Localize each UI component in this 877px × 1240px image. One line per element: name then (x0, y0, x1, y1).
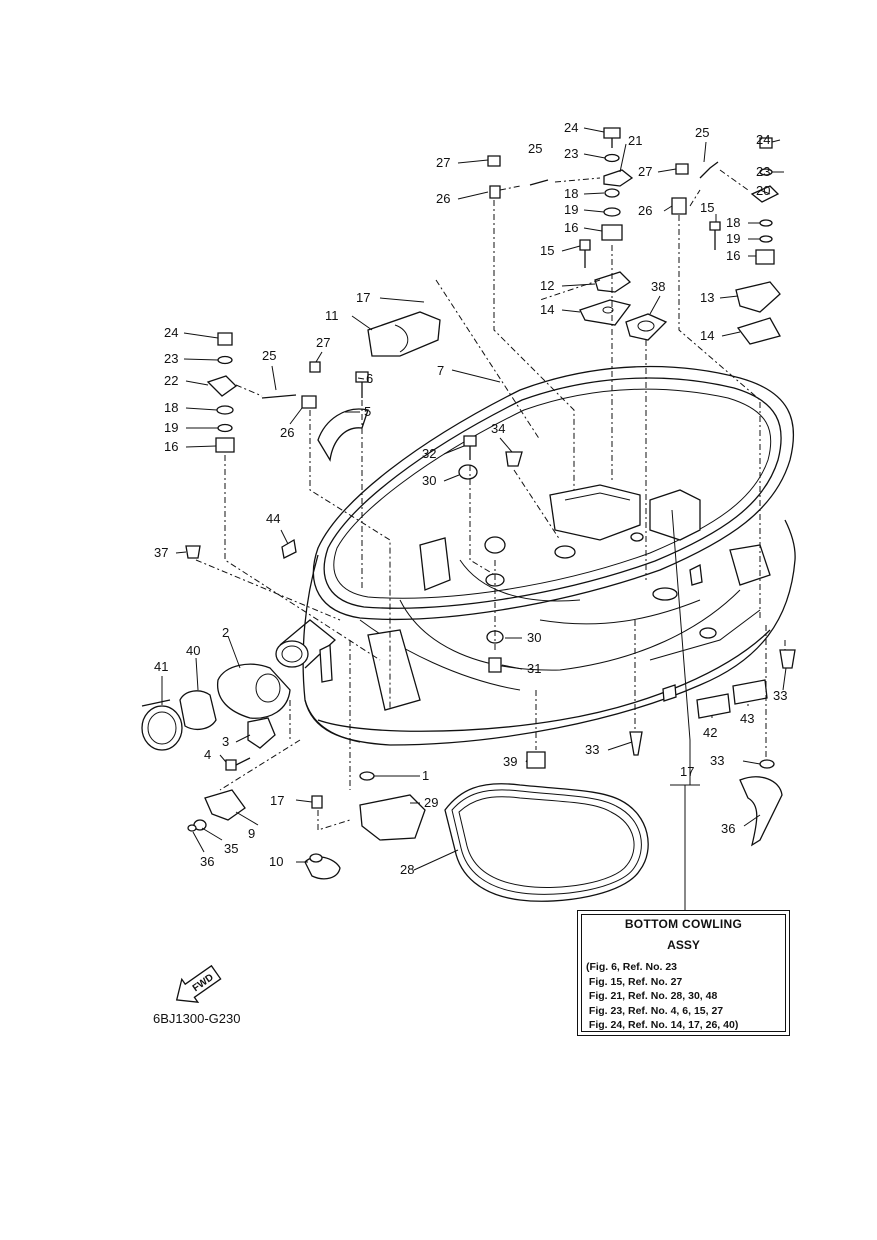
lever-and-latches (187, 759, 783, 880)
part-label-24: 24 (564, 120, 578, 135)
part-label-5: 5 (364, 404, 371, 419)
part-label-17: 33 (710, 753, 724, 768)
part-label-39: 39 (503, 754, 517, 769)
part-number-labels: 24 23 21 25 27 26 18 19 16 15 12 14 38 2… (154, 120, 787, 877)
part-label-32: 32 (422, 446, 436, 461)
part-label-30: 30 (527, 630, 541, 645)
part-label-17: 1 (422, 768, 429, 783)
part-label-16: 16 (726, 248, 740, 263)
part-label-28: 10 (269, 854, 283, 869)
part-label-31: 31 (527, 661, 541, 676)
part-label-19: 19 (726, 231, 740, 246)
part-label-17: 17 (356, 290, 370, 305)
assembly-lines (195, 169, 786, 831)
part-label-26: 26 (638, 203, 652, 218)
part-label-18: 18 (564, 186, 578, 201)
part-label-40: 40 (186, 643, 200, 658)
part-label-27: 27 (316, 335, 330, 350)
part-label-19: 19 (564, 202, 578, 217)
part-label-33: 33 (773, 688, 787, 703)
hinge-assembly-left (206, 332, 369, 453)
part-label-25: 25 (262, 348, 276, 363)
part-label-19: 19 (164, 420, 178, 435)
assembly-reference-line: Fig. 15, Ref. No. 27 (586, 975, 683, 988)
part-label-30: 30 (422, 473, 436, 488)
assembly-reference-line: (Fig. 6, Ref. No. 23 (586, 961, 678, 973)
part-label-43: 43 (740, 711, 754, 726)
springs-and-pins (261, 155, 719, 409)
part-label-16: 16 (164, 439, 178, 454)
part-label-24: 24 (756, 132, 770, 147)
part-label-10: 36 (721, 821, 735, 836)
part-label-29: 17 (270, 793, 284, 808)
part-label-11: 11 (325, 308, 339, 323)
part-label-38: 38 (651, 279, 665, 294)
part-label-35: 9 (248, 826, 255, 841)
clamp-11-and-cover-5 (317, 311, 441, 462)
part-label-14: 14 (700, 328, 714, 343)
part-label-4: 4 (204, 747, 211, 762)
part-label-15: 15 (700, 200, 714, 215)
part-label-20: 20 (756, 183, 770, 198)
grommets-and-plugs (185, 435, 796, 769)
drawing-code: 6BJ1300-G230 (153, 1011, 241, 1026)
part-label-21: 21 (628, 133, 642, 148)
part-label-41: 41 (154, 659, 168, 674)
part-label-33: 33 (585, 742, 599, 757)
part-label-27: 27 (638, 164, 652, 179)
part-label-36: 35 (224, 841, 238, 856)
part-label-25: 25 (695, 125, 709, 140)
part-label-6: 6 (366, 371, 373, 386)
part-label-9: 29 (424, 795, 438, 810)
front-grommet-2-and-hose-clamps (141, 663, 291, 771)
part-label-26: 26 (436, 191, 450, 206)
assembly-title: BOTTOM COWLING (624, 917, 743, 931)
assembly-subtitle: ASSY (667, 938, 700, 952)
part-label-26: 26 (280, 425, 294, 440)
part-label-22: 22 (164, 373, 178, 388)
assembly-reference-inner-border (581, 914, 786, 1032)
part-label-25: 25 (528, 141, 542, 156)
part-label-23: 23 (564, 146, 578, 161)
part-label-34: 34 (491, 421, 505, 436)
part-label-44: 44 (266, 511, 280, 526)
part-label-3: 3 (222, 734, 229, 749)
part-label-13: 13 (700, 290, 714, 305)
part-label-1: 17 (680, 764, 694, 779)
assembly-reference-line: Fig. 21, Ref. No. 28, 30, 48 (586, 990, 718, 1002)
part-label-37: 37 (154, 545, 168, 560)
part-label-23: 23 (164, 351, 178, 366)
part-label-18: 18 (726, 215, 740, 230)
assembly-reference-list: (Fig. 6, Ref. No. 23 Fig. 15, Ref. No. 2… (586, 960, 738, 1033)
leader-lines (161, 127, 787, 910)
hinge-assembly-top-right (625, 137, 781, 345)
part-label-8: 28 (400, 862, 414, 877)
part-label-36: 36 (200, 854, 214, 869)
part-label-2: 2 (222, 625, 229, 640)
part-label-18: 18 (164, 400, 178, 415)
part-label-7: 7 (437, 363, 444, 378)
fwd-direction-arrow: FWD (175, 964, 222, 1004)
gasket-8 (444, 783, 649, 902)
part-label-42: 42 (703, 725, 717, 740)
part-label-15: 15 (540, 243, 554, 258)
assembly-reference-box: BOTTOM COWLING ASSY (Fig. 6, Ref. No. 23… (577, 910, 790, 1036)
hinge-assembly-top-middle (579, 127, 634, 326)
part-label-24: 24 (164, 325, 178, 340)
part-label-14: 14 (540, 302, 554, 317)
assembly-reference-line: Fig. 23, Ref. No. 4, 6, 15, 27 (586, 1004, 724, 1017)
assembly-reference-line: Fig. 24, Ref. No. 14, 17, 26, 40) (586, 1019, 739, 1031)
part-label-23: 23 (756, 164, 770, 179)
part-label-27: 27 (436, 155, 450, 170)
part-label-12: 12 (540, 278, 554, 293)
part-label-16: 16 (564, 220, 578, 235)
